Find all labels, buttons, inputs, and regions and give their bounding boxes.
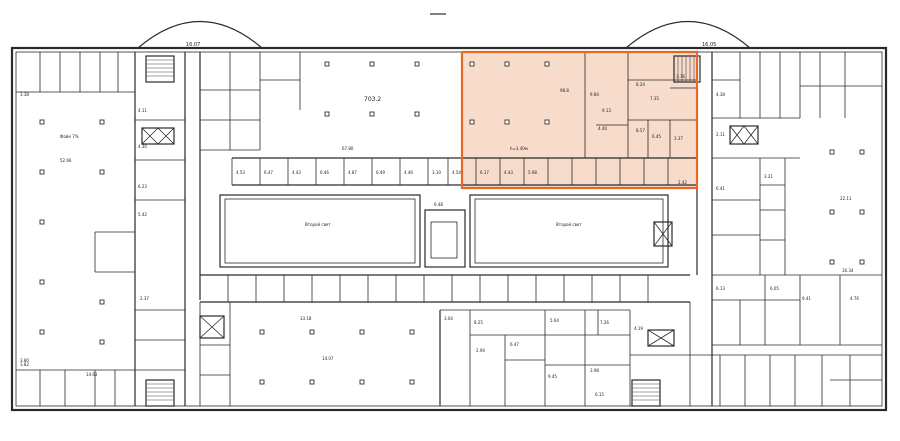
room-row-label: 4.53 (236, 170, 245, 175)
room-row-label: 6.17 (480, 170, 489, 175)
corridor-rooms-bottom (200, 274, 690, 303)
room-left-label: 2.37 (140, 296, 149, 301)
room-left-label: 6.23 (138, 184, 147, 189)
room-row-label: 4.54 (452, 170, 461, 175)
room-labels: 9.84 8.24 3.76 4.40 8.57 6.45 3.37 9.13 7.35 2.42… (20, 74, 859, 397)
room-bottom-label: 2.94 (476, 348, 485, 353)
lobby-label: Фойе 7% (60, 134, 79, 139)
room-left-label: 3.38 (20, 92, 29, 97)
room-right-label: 4.76 (850, 296, 859, 301)
stair-right-bottom (631, 379, 661, 407)
right-lower-hall: 16.34 (842, 268, 854, 273)
elevator-left-b (199, 315, 225, 339)
highlight-mark: h=3.40м (510, 146, 528, 151)
room-top-label: 6.45 (652, 134, 661, 139)
outer-walls (10, 46, 888, 412)
lower-middle-rooms (199, 302, 691, 406)
center-core: 6.48 (424, 202, 466, 268)
room-row-label: 6.47 (264, 170, 273, 175)
elevator-right (729, 125, 759, 145)
room-right-label: 3.21 (764, 174, 773, 179)
room-right-label: 6.41 (716, 186, 725, 191)
room-top-label: 3.37 (674, 136, 683, 141)
void-right-label: Второй свет (556, 222, 582, 227)
room-row-label: 6.49 (376, 170, 385, 175)
room-row-label: 4.43 (292, 170, 301, 175)
room-right-label: 6.13 (716, 286, 725, 291)
room-left-label: 4.30 (138, 144, 147, 149)
void-left-label: Второй свет (305, 222, 331, 227)
highlighted-zone[interactable] (462, 52, 697, 188)
stair-tower-right (625, 21, 751, 49)
room-bottom-label: 6.15 (595, 392, 604, 397)
left-wing-walls (16, 52, 301, 406)
room-row-label: 3.10 (432, 170, 441, 175)
dim-top-right: 16.05 (702, 42, 716, 48)
room-top-label: 8.57 (636, 128, 645, 133)
room-bottom-label: 7.26 (600, 320, 609, 325)
room-right-label: 6.05 (770, 286, 779, 291)
void-right: Второй свет (469, 194, 669, 268)
stair-left-top (145, 55, 175, 83)
center-core-area: 6.48 (434, 202, 443, 207)
room-row-label: 4.87 (348, 170, 357, 175)
room-top-label: 4.40 (598, 126, 607, 131)
right-wing-walls (690, 52, 882, 406)
stair-left-bottom (145, 379, 175, 407)
room-bottom-label: 3.04 (444, 316, 453, 321)
room-row-label: 6.46 (320, 170, 329, 175)
room-bottom-label: 8.25 (474, 320, 483, 325)
room-right-label: 2.11 (716, 132, 725, 137)
elevator-right-b (647, 329, 675, 347)
void-left: Второй свет (219, 194, 421, 268)
room-row-label: 4.43 (504, 170, 513, 175)
stair-tower-left (137, 21, 263, 49)
room-left-label: 5.42 (138, 212, 147, 217)
room-row-label: 5.98 (528, 170, 537, 175)
room-top-label: 2.42 (678, 180, 687, 185)
corridor-rooms-top (231, 157, 697, 186)
stair-right-top (673, 55, 701, 83)
room-row-label: 4.46 (404, 170, 413, 175)
lower-hall-b: 14.07 (322, 356, 334, 361)
room-left-label: 4.11 (138, 108, 147, 113)
room-left-label: 3.80 (20, 358, 29, 363)
highlight-outline (460, 50, 699, 190)
bottom-left-dim-b: 3.82 (20, 362, 29, 367)
room-bottom-label: 6.47 (510, 342, 519, 347)
highlight-hall-area: 98.8 (560, 88, 569, 93)
bottom-left-dim: 14.63 (86, 372, 98, 377)
room-bottom-label: 4.19 (634, 326, 643, 331)
room-top-label: 3.76 (676, 74, 685, 79)
lower-hall-area: 33.18 (300, 316, 312, 321)
right-hall-area: 22.11 (840, 196, 852, 201)
highlight-rooms (584, 52, 697, 158)
room-top-label: 9.84 (590, 92, 599, 97)
corridor-length: 67.80 (342, 146, 354, 151)
room-top-label: 9.13 (602, 108, 611, 113)
elevator-left (141, 127, 175, 145)
room-right-label: 4.38 (716, 92, 725, 97)
room-top-label: 7.35 (650, 96, 659, 101)
room-top-label: 8.24 (636, 82, 645, 87)
main-hall-area: 703.2 (364, 96, 381, 103)
room-bottom-label: 3.98 (590, 368, 599, 373)
room-bottom-label: 9.45 (548, 374, 557, 379)
left-hall-area: 52.66 (60, 158, 72, 163)
room-bottom-label: 5.64 (550, 318, 559, 323)
structural-columns (39, 61, 865, 385)
dim-top-left: 16.07 (186, 42, 200, 48)
room-right-label: 9.41 (802, 296, 811, 301)
